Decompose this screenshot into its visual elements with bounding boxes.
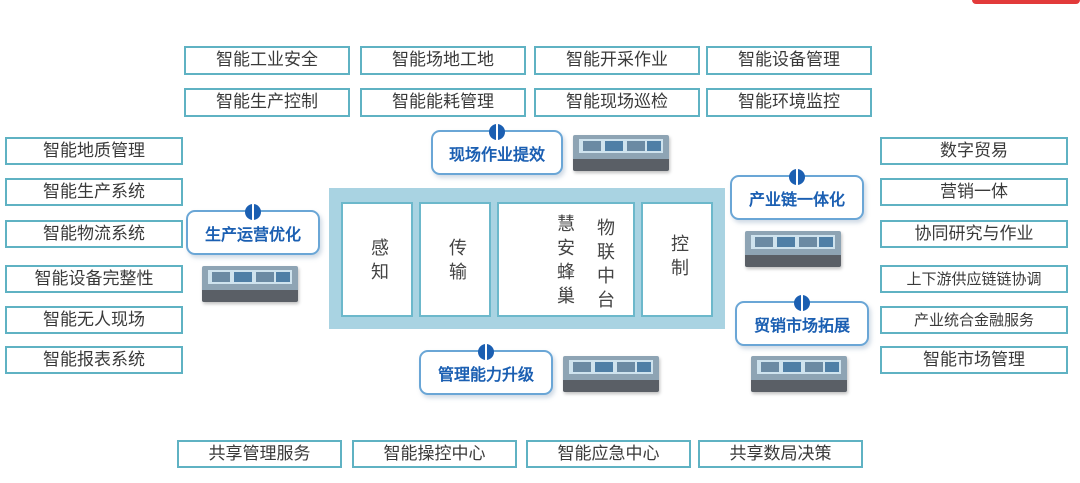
top-tag-1-1: 智能工业安全 (184, 46, 350, 75)
globe-icon (794, 295, 810, 311)
badge-bottom-label: 管理能力升级 (437, 364, 534, 384)
badge-right-bottom-label: 贸销市场拓展 (753, 315, 850, 335)
right-tag-6: 智能市场管理 (880, 346, 1068, 374)
left-tag-6: 智能报表系统 (5, 346, 183, 374)
badge-left: 生产运营优化 (186, 204, 320, 255)
core-control-label: 控制 (668, 234, 689, 282)
top-tag-2-4: 智能环境监控 (706, 88, 872, 117)
control-room-image (751, 356, 847, 392)
bottom-tag-3: 智能应急中心 (526, 440, 691, 468)
badge-right-top-label: 产业链一体化 (748, 189, 845, 209)
control-room-image (745, 231, 841, 267)
top-tag-2-2: 智能能耗管理 (360, 88, 526, 117)
globe-icon (245, 204, 261, 220)
top-tag-1-2: 智能场地工地 (360, 46, 526, 75)
left-tag-3: 智能物流系统 (5, 220, 183, 248)
right-tag-5: 产业统合金融服务 (880, 306, 1068, 334)
top-tag-1-4: 智能设备管理 (706, 46, 872, 75)
control-room-image (202, 266, 298, 302)
core-cell-platform: 慧安蜂巢 物联中台 (497, 202, 635, 317)
core-transmit-label: 传输 (446, 238, 467, 286)
top-tag-2-1: 智能生产控制 (184, 88, 350, 117)
right-tag-2: 营销一体 (880, 178, 1068, 206)
core-cell-sense: 感知 (341, 202, 413, 317)
right-tag-1: 数字贸易 (880, 137, 1068, 165)
badge-right-top: 产业链一体化 (730, 169, 864, 220)
top-tag-2-3: 智能现场巡检 (534, 88, 700, 117)
control-room-image (563, 356, 659, 392)
badge-top-label: 现场作业提效 (448, 144, 545, 164)
control-room-image (573, 135, 669, 171)
left-tag-4: 智能设备完整性 (5, 265, 183, 293)
bottom-tag-2: 智能操控中心 (352, 440, 517, 468)
badge-left-label: 生产运营优化 (204, 224, 301, 244)
core-sense-label: 感知 (368, 238, 389, 286)
bottom-tag-1: 共享管理服务 (177, 440, 342, 468)
bottom-tag-4: 共享数局决策 (698, 440, 863, 468)
globe-icon (478, 344, 494, 360)
left-tag-2: 智能生产系统 (5, 178, 183, 206)
badge-right-bottom: 贸销市场拓展 (735, 295, 869, 346)
globe-icon (489, 124, 505, 140)
core-platform-b-label: 物联中台 (594, 218, 615, 314)
right-tag-3: 协同研究与作业 (880, 220, 1068, 248)
right-tag-4: 上下游供应链链协调 (880, 265, 1068, 293)
core-cell-transmit: 传输 (419, 202, 491, 317)
badge-top: 现场作业提效 (431, 124, 563, 175)
core-platform: 感知 传输 慧安蜂巢 物联中台 控制 (329, 188, 725, 329)
core-platform-a-label: 慧安蜂巢 (554, 214, 575, 310)
accent-bar (972, 0, 1080, 4)
top-tag-1-3: 智能开采作业 (534, 46, 700, 75)
core-cell-control: 控制 (641, 202, 713, 317)
badge-bottom: 管理能力升级 (419, 344, 553, 395)
globe-icon (789, 169, 805, 185)
left-tag-1: 智能地质管理 (5, 137, 183, 165)
left-tag-5: 智能无人现场 (5, 306, 183, 334)
